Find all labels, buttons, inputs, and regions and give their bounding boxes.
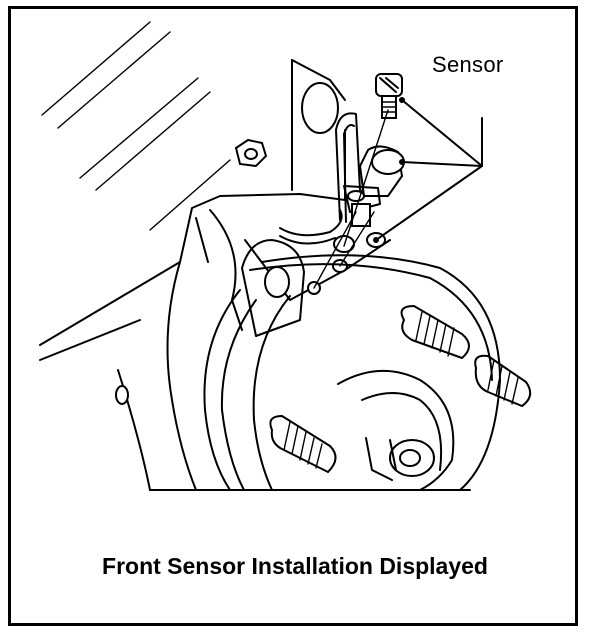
installation-guide-lines	[313, 109, 389, 289]
stud-lower	[269, 415, 337, 473]
stud-upper	[400, 305, 470, 359]
stud-right	[474, 354, 532, 407]
callout-leader-lines	[373, 97, 483, 243]
sensor-callout-label: Sensor	[432, 52, 504, 77]
wheel-studs	[269, 305, 532, 473]
wheel-speed-sensor	[335, 112, 405, 227]
wheel-hub-rotor	[203, 254, 501, 491]
mounting-bolt	[375, 73, 403, 119]
nut	[234, 138, 268, 168]
mounting-lug	[241, 239, 305, 337]
background-hatching	[41, 21, 231, 231]
sensor-bracket	[279, 209, 343, 245]
figure-caption: Front Sensor Installation Displayed	[102, 553, 488, 579]
